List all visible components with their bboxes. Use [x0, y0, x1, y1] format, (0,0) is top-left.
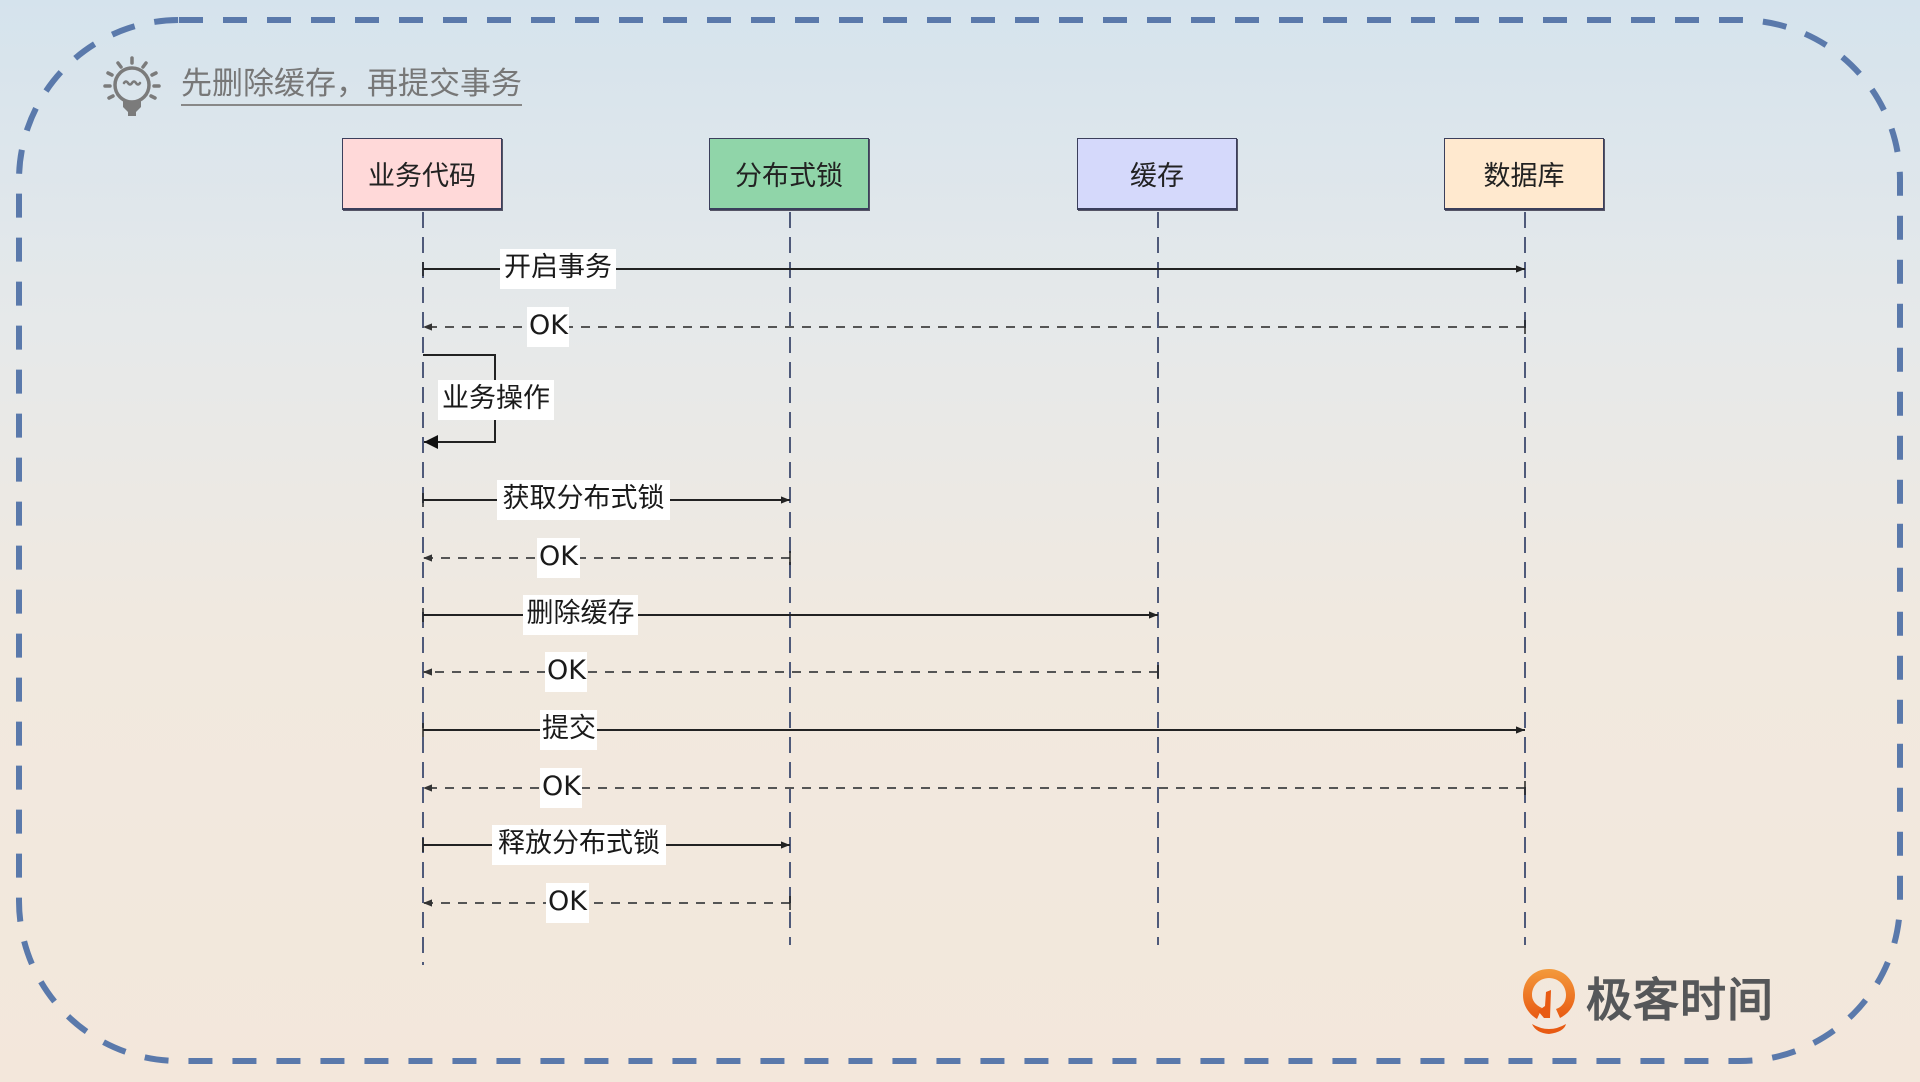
- message-label-delete-cache: 删除缓存: [523, 595, 638, 635]
- message-label-ok: OK: [540, 768, 582, 808]
- participant-database: 数据库: [1444, 138, 1604, 210]
- message-label-ok: OK: [527, 307, 569, 347]
- geektime-logo-icon: [1523, 969, 1575, 1034]
- brand-name: 极客时间: [1586, 973, 1774, 1027]
- message-label-begin-transaction: 开启事务: [500, 249, 616, 289]
- message-label-ok: OK: [537, 538, 580, 578]
- message-label-commit: 提交: [540, 710, 597, 750]
- message-label-acquire-lock: 获取分布式锁: [497, 480, 670, 520]
- message-label-ok: OK: [546, 883, 589, 923]
- message-label-ok: OK: [545, 652, 587, 692]
- message-label-business-operation: 业务操作: [438, 380, 554, 420]
- message-arrows: [422, 262, 1526, 910]
- page-title: 先删除缓存，再提交事务: [181, 64, 522, 106]
- message-label-release-lock: 释放分布式锁: [492, 825, 666, 865]
- lightbulb-icon: [103, 56, 161, 116]
- participant-distributed-lock: 分布式锁: [709, 138, 869, 210]
- dashed-frame-border: [16, 17, 1903, 1064]
- participant-business-code: 业务代码: [342, 138, 502, 210]
- participant-cache: 缓存: [1077, 138, 1237, 210]
